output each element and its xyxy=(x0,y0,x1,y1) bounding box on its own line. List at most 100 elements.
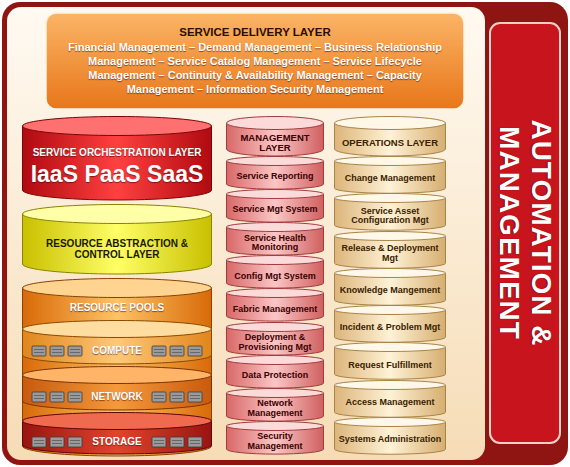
cylinder-cap xyxy=(23,205,212,224)
layer-heading: RESOURCE POOLS xyxy=(70,302,164,313)
server-slot xyxy=(34,398,44,399)
cylinder-cap xyxy=(335,268,446,277)
server-slot xyxy=(154,395,164,396)
server-slot xyxy=(34,443,44,444)
text-block: COMPUTE xyxy=(26,339,208,362)
server-icon xyxy=(68,437,82,447)
server-icon xyxy=(32,346,46,356)
server-slot xyxy=(70,443,80,444)
server-slot xyxy=(70,395,80,396)
function-label: Security Management xyxy=(230,432,320,451)
cylinder-cap xyxy=(335,380,446,389)
server-slot xyxy=(172,398,182,399)
text-block: Knowledge Mangement xyxy=(338,279,442,303)
cylinder-cap xyxy=(335,117,446,130)
cylinder-cap xyxy=(23,367,212,384)
service-delivery-box: SERVICE DELIVERY LAYERFinancial Manageme… xyxy=(45,12,465,110)
node-shape xyxy=(22,412,212,454)
text-block: Fabric Management xyxy=(230,299,320,319)
cylinder-cap xyxy=(227,117,324,130)
layer-heading: OPERATIONS LAYER xyxy=(342,138,438,148)
layer-heading: SERVICE ORCHESTRATION LAYER xyxy=(33,147,202,158)
cylinder-cap xyxy=(335,157,446,166)
server-slot xyxy=(70,349,80,350)
cylinder-cap xyxy=(335,343,446,352)
function-label: Deployment & Provisioning Mgt xyxy=(230,333,320,352)
function-cylinder: Incident & Problem Mgt xyxy=(334,305,446,342)
function-label: Data Protection xyxy=(242,371,309,380)
server-slot xyxy=(190,395,200,396)
text-block: Systems Administration xyxy=(338,428,442,452)
text-block: AUTOMATION & MANAGEMENT xyxy=(493,34,557,432)
server-slot xyxy=(70,398,80,399)
server-slot xyxy=(190,398,200,399)
cylinder-cap xyxy=(23,413,212,430)
text-block: SERVICE DELIVERY LAYERFinancial Manageme… xyxy=(55,18,455,104)
function-label: Incident & Problem Mgt xyxy=(340,323,441,332)
text-block: Request Fulfillment xyxy=(338,353,442,377)
server-icon xyxy=(170,437,184,447)
server-icon xyxy=(32,392,46,402)
cylinder-cap xyxy=(23,117,212,136)
text-block: RESOURCE ABSTRACTION & CONTROL LAYER xyxy=(26,225,208,272)
cylinder-body xyxy=(23,288,212,456)
pool-label: COMPUTE xyxy=(92,345,142,356)
server-slot xyxy=(52,395,62,396)
function-cylinder: Data Protection xyxy=(226,355,324,388)
function-label: Access Management xyxy=(345,398,434,407)
function-label: Service Mgt System xyxy=(232,205,317,214)
function-label: Config Mgt System xyxy=(234,272,316,281)
server-icon xyxy=(50,437,64,447)
cylinder-cap xyxy=(227,190,324,199)
text-block: RESOURCE POOLS xyxy=(26,299,208,315)
server-icon xyxy=(50,346,64,356)
function-cylinder: Service Asset Configuration Mgt xyxy=(334,193,446,230)
text-block: Security Management xyxy=(230,432,320,452)
function-label: Change Management xyxy=(345,174,436,183)
server-icon xyxy=(68,392,82,402)
server-slot xyxy=(34,349,44,350)
server-icon xyxy=(50,392,64,402)
server-slot xyxy=(154,440,164,441)
server-icon xyxy=(170,346,184,356)
text-block: Access Management xyxy=(338,391,442,415)
server-slot xyxy=(172,349,182,350)
server-slot xyxy=(154,443,164,444)
text-block: Data Protection xyxy=(230,366,320,386)
cylinder-cap xyxy=(23,321,212,338)
server-icon xyxy=(170,392,184,402)
service-models: IaaS PaaS SaaS xyxy=(31,162,204,187)
pool-label: NETWORK xyxy=(91,391,143,402)
cylinder-cap xyxy=(227,157,324,166)
function-cylinder: Systems Administration xyxy=(334,417,446,454)
cylinder-cap xyxy=(227,223,324,232)
text-block: STORAGE xyxy=(26,431,208,452)
server-icon xyxy=(188,437,202,447)
operations-column: OPERATIONS LAYER Change ManagementService… xyxy=(334,116,446,456)
function-cylinder: Request Fulfillment xyxy=(334,342,446,379)
server-slot xyxy=(52,349,62,350)
cylinder-cap xyxy=(227,355,324,364)
node-shape xyxy=(22,320,212,364)
resource-pools-cylinder: RESOURCE POOLS COMPUTE NETWORK STORAGE xyxy=(22,278,212,456)
layer-heading: RESOURCE ABSTRACTION & CONTROL LAYER xyxy=(26,238,208,260)
server-slot xyxy=(154,352,164,353)
text-block: Network Management xyxy=(230,399,320,419)
server-slot xyxy=(154,349,164,350)
server-slot xyxy=(190,443,200,444)
cylinder-cap xyxy=(227,256,324,265)
cylinder-cap xyxy=(227,289,324,298)
cylinder-cap xyxy=(227,322,324,331)
function-label: Release & Deployment Mgt xyxy=(338,244,442,263)
function-cylinder: Service Reporting xyxy=(226,156,324,189)
abstraction-cylinder: RESOURCE ABSTRACTION & CONTROL LAYER xyxy=(22,204,212,274)
function-label: Fabric Management xyxy=(233,305,318,314)
band-heading: AUTOMATION & MANAGEMENT xyxy=(493,34,557,432)
cylinder-cap xyxy=(335,417,446,426)
layer-heading: SERVICE DELIVERY LAYER xyxy=(179,26,330,39)
cylinder-cap xyxy=(23,279,212,298)
server-slot xyxy=(52,443,62,444)
server-icon xyxy=(188,346,202,356)
cylinder-cap xyxy=(227,421,324,430)
